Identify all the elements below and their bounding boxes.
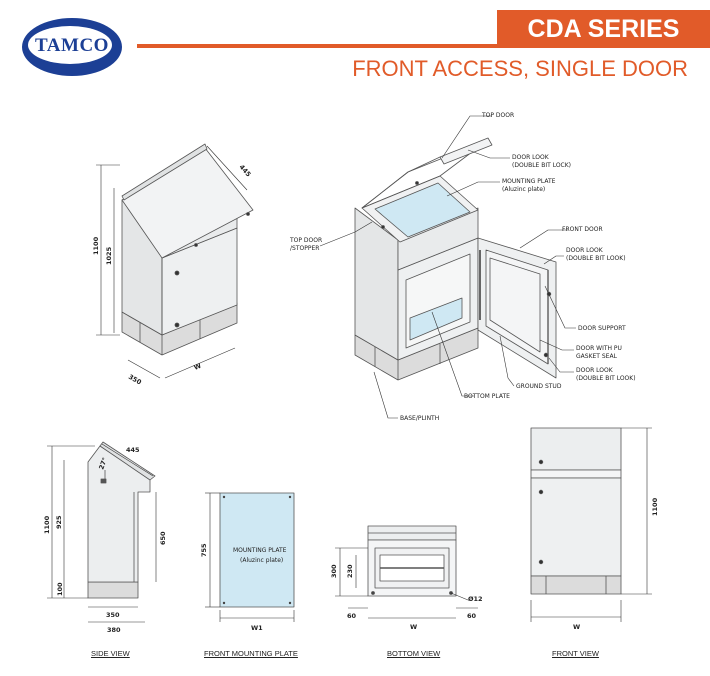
plate-label-sub: (Aluzinc plate) [240, 557, 283, 564]
callout-door-support: DOOR SUPPORT [578, 325, 626, 332]
bottom-dim-d12: Ø12 [468, 595, 483, 603]
page-subtitle: FRONT ACCESS, SINGLE DOOR [352, 56, 688, 81]
side-dim-380: 380 [107, 626, 121, 634]
front-view-drawing [530, 427, 622, 595]
plate-dim-w1: W1 [251, 624, 263, 632]
iso-dim-1100: 1100 [92, 236, 100, 255]
callout-door-pu: DOOR WITH PU [576, 345, 622, 352]
side-dim-650: 650 [159, 531, 167, 545]
callout-bottom-plate: BOTTOM PLATE [464, 393, 510, 400]
iso-dim-w: W [193, 362, 203, 372]
iso-dim-445: 445 [238, 163, 253, 179]
side-view-dimensions [47, 443, 157, 623]
front-dim-1100: 1100 [651, 497, 659, 516]
callout-door-lock-2-sub: (DOUBLE BIT LOOK) [566, 255, 626, 262]
callout-base-plinth: BASE/PLINTH [400, 415, 439, 422]
callout-top-door-stopper-sub: /STOPPER [290, 245, 319, 252]
bottom-dim-230: 230 [346, 564, 354, 578]
side-view-title: SIDE VIEW [91, 649, 130, 658]
side-dim-350: 350 [106, 611, 120, 619]
side-dim-angle: 27° [97, 456, 109, 470]
iso-dimensions [96, 145, 248, 379]
side-dim-100: 100 [56, 582, 64, 596]
bottom-view-drawing [367, 525, 457, 597]
iso-dim-1025: 1025 [105, 246, 113, 265]
plate-dim-755: 755 [200, 543, 208, 557]
iso-cabinet-closed [121, 143, 254, 356]
bottom-view-title: BOTTOM VIEW [387, 649, 441, 658]
front-view-title: FRONT VIEW [552, 649, 599, 658]
series-title: CDA SERIES [527, 14, 680, 43]
header-rule [137, 44, 710, 48]
callout-top-door-stopper: TOP DOOR [289, 237, 322, 244]
callout-door-lock-2: DOOR LOOK [566, 247, 604, 254]
side-dim-445: 445 [126, 446, 140, 454]
callout-door-lock-3-sub: (DOUBLE BIT LOOK) [576, 375, 636, 382]
callout-leaders [319, 115, 576, 419]
callout-door-lock-1-sub: (DOUBLE BIT LOCK) [512, 162, 571, 169]
side-dim-925: 925 [55, 515, 63, 529]
bottom-view-dimensions [335, 547, 478, 619]
callout-mounting-plate-sub: (Aluzinc plate) [502, 186, 545, 193]
callout-top-door: TOP DOOR [481, 112, 514, 119]
front-dim-w: W [573, 623, 580, 631]
callout-front-door: FRONT DOOR [562, 226, 603, 233]
callout-mounting-plate: MOUNTING PLATE [502, 178, 556, 185]
callout-door-pu-sub: GASKET SEAL [576, 353, 618, 360]
callout-ground-stud: GROUND STUD [516, 383, 562, 390]
callout-door-lock-3: DOOR LOOK [576, 367, 614, 374]
series-title-box: CDA SERIES [497, 10, 710, 48]
bottom-dim-60-right: 60 [467, 612, 477, 620]
plate-label: MOUNTING PLATE [233, 547, 287, 554]
bottom-dim-300: 300 [330, 564, 338, 578]
mounting-plate-dimensions [205, 492, 295, 622]
logo-text: TAMCO [35, 35, 109, 56]
side-dim-1100: 1100 [43, 515, 51, 534]
mounting-plate-title: FRONT MOUNTING PLATE [204, 649, 298, 658]
callout-door-lock-1: DOOR LOOK [512, 154, 550, 161]
mounting-plate-drawing [219, 492, 295, 608]
front-view-dimensions [530, 427, 652, 622]
bottom-dim-60-left: 60 [347, 612, 357, 620]
iso-dim-350: 350 [127, 373, 143, 387]
iso-cabinet-open [354, 137, 557, 381]
tamco-logo: TAMCO [22, 18, 122, 76]
bottom-dim-w: W [410, 623, 417, 631]
